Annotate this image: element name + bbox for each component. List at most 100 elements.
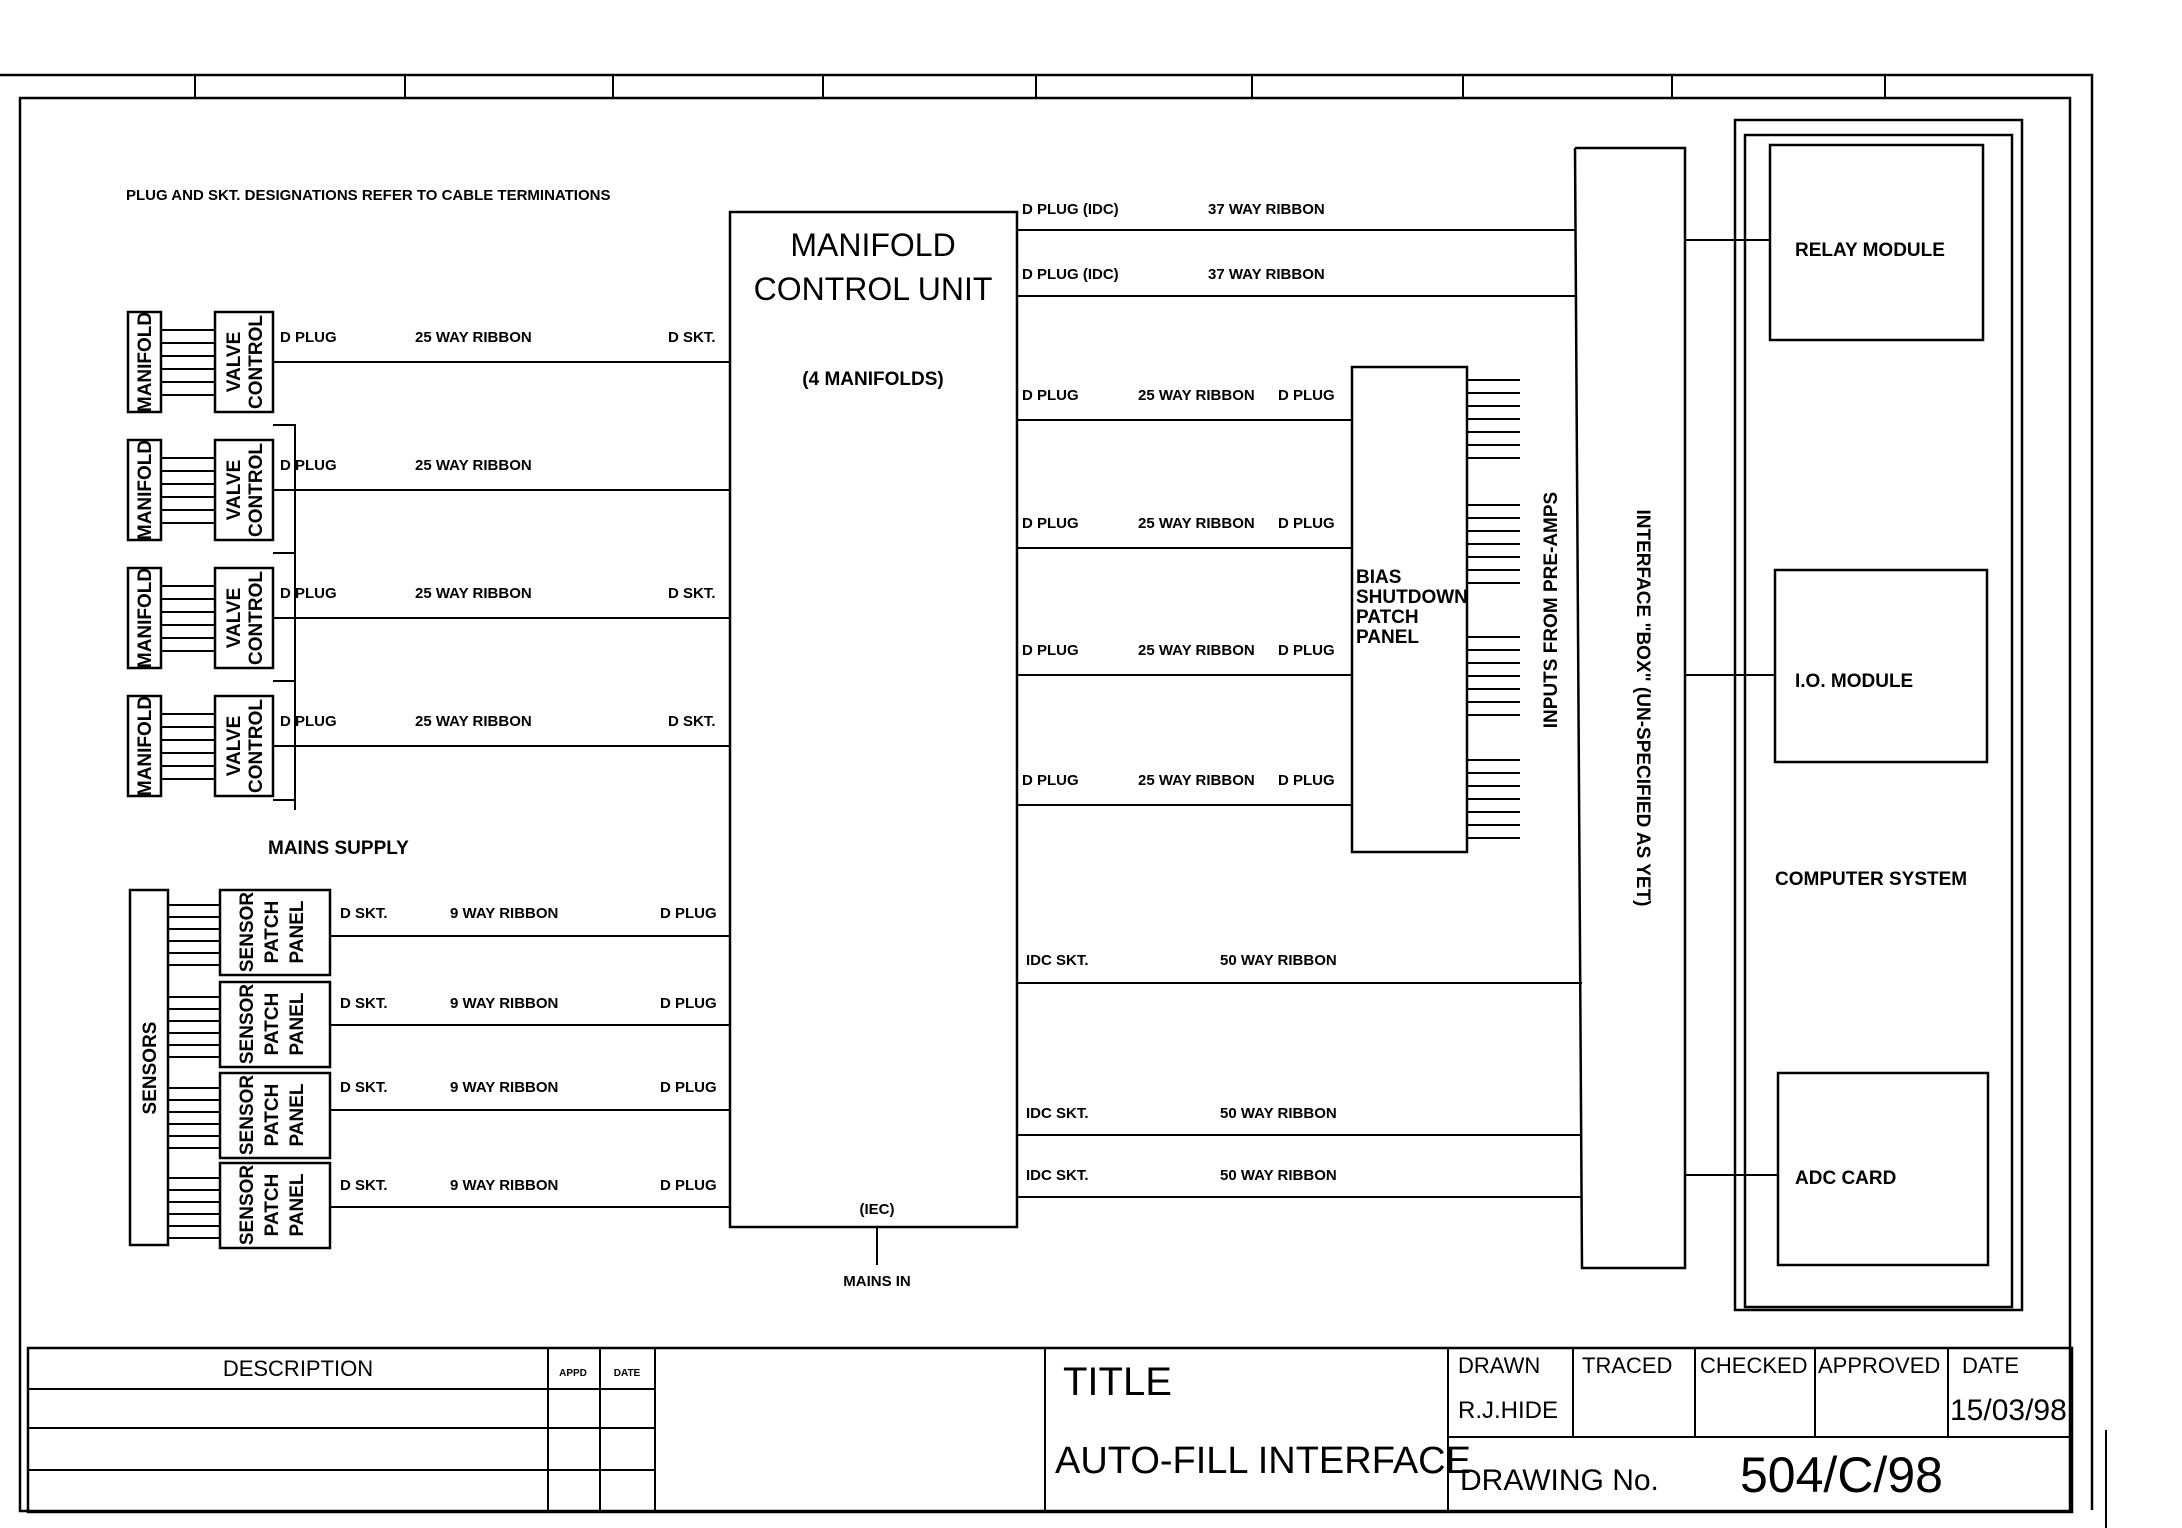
appd-header: APPD: [559, 1368, 587, 1379]
cable-left-end: D SKT.: [340, 1177, 388, 1194]
io-module-label: I.O. MODULE: [1795, 671, 1913, 692]
manifold-unit: MANIFOLD VALVE CONTROL: [126, 694, 275, 798]
cable-type: 25 WAY RIBBON: [415, 457, 532, 474]
cable-left-end: D PLUG: [280, 457, 337, 474]
cable-type: 9 WAY RIBBON: [450, 1079, 558, 1096]
approved-header: APPROVED: [1818, 1353, 1940, 1378]
cable-left-end: D PLUG: [280, 329, 337, 346]
cable-right-end: D SKT.: [668, 585, 716, 602]
sensor-group: SENSORS SENSOR PATCH PANEL SENSOR PATCH …: [128, 888, 332, 1250]
manifold-label: MANIFOLD: [135, 440, 156, 540]
cable-left-end: D PLUG: [280, 585, 337, 602]
manifold-label: MANIFOLD: [135, 696, 156, 796]
manifold-valve-group: MANIFOLD VALVE CONTROL MANIFOLD VALVE CO…: [126, 310, 409, 859]
mcu-title-1: MANIFOLD: [790, 227, 955, 263]
cable-left-end: D PLUG (IDC): [1022, 266, 1119, 283]
computer-system: RELAY MODULE I.O. MODULE COMPUTER SYSTEM…: [1733, 118, 2024, 1312]
cable-right-end: D SKT.: [668, 713, 716, 730]
sensor-cables: D SKT. 9 WAY RIBBON D PLUG D SKT. 9 WAY …: [330, 905, 730, 1208]
interface-box: INTERFACE "BOX" (UN-SPECIFIED AS YET): [1573, 146, 1778, 1270]
drawing-number-label: DRAWING No.: [1460, 1464, 1659, 1497]
manifold-label: MANIFOLD: [135, 312, 156, 412]
control-label: CONTROL: [246, 699, 267, 793]
bias-cable: D PLUG 25 WAY RIBBON D PLUG: [1017, 387, 1352, 421]
adc-card-label: ADC CARD: [1795, 1168, 1896, 1189]
description-header: DESCRIPTION: [223, 1356, 373, 1381]
cable-type: 25 WAY RIBBON: [1138, 772, 1255, 789]
manifold-unit: MANIFOLD VALVE CONTROL: [126, 566, 275, 670]
date-small-header: DATE: [614, 1368, 641, 1379]
valve-label: VALVE: [224, 588, 245, 649]
cable-type: 25 WAY RIBBON: [415, 585, 532, 602]
cable-left-end: D SKT.: [340, 905, 388, 922]
bias-cables: D PLUG 25 WAY RIBBON D PLUG D PLUG 25 WA…: [1017, 387, 1352, 806]
panel-line-1: SENSOR: [237, 1165, 258, 1246]
interface-box-label: INTERFACE "BOX" (UN-SPECIFIED AS YET): [1632, 510, 1653, 907]
cable-left-end: IDC SKT.: [1026, 1167, 1089, 1184]
bias-cable: D PLUG 25 WAY RIBBON D PLUG: [1017, 515, 1352, 549]
cable-right-end: D PLUG: [660, 905, 717, 922]
date-value: 15/03/98: [1950, 1394, 2067, 1427]
title-label: TITLE: [1063, 1360, 1172, 1404]
manifold-unit: MANIFOLD VALVE CONTROL: [126, 438, 275, 542]
cable-right-end: D PLUG: [1278, 387, 1335, 404]
cable-type: 25 WAY RIBBON: [415, 329, 532, 346]
cable-left-end: D SKT.: [340, 1079, 388, 1096]
cable-right-end: D PLUG: [660, 1177, 717, 1194]
cable-left-end: IDC SKT.: [1026, 1105, 1089, 1122]
cable-left-end: D PLUG: [280, 713, 337, 730]
valve-label: VALVE: [224, 460, 245, 521]
panel-line-1: SENSOR: [237, 1075, 258, 1156]
computer-system-label: COMPUTER SYSTEM: [1775, 869, 1967, 890]
panel-line-2: PATCH: [262, 993, 283, 1056]
panel-line-1: SENSOR: [237, 984, 258, 1065]
cable-type: 37 WAY RIBBON: [1208, 201, 1325, 218]
cable-left-end: D PLUG: [1022, 772, 1079, 789]
bias-cable: D PLUG 25 WAY RIBBON D PLUG: [1017, 642, 1352, 676]
mains-supply-label: MAINS SUPPLY: [268, 838, 409, 859]
cable-right-end: D PLUG: [1278, 642, 1335, 659]
panel-line-3: PANEL: [287, 900, 308, 963]
cable-right-end: D PLUG: [1278, 515, 1335, 532]
iec-label: (IEC): [860, 1201, 895, 1218]
relay-module-label: RELAY MODULE: [1795, 240, 1945, 261]
title-block: DESCRIPTION APPD DATE TITLE AUTO-FILL IN…: [26, 1346, 2074, 1514]
bias-cable: D PLUG 25 WAY RIBBON D PLUG: [1017, 772, 1352, 806]
manifold-cable: D PLUG 25 WAY RIBBON: [273, 457, 730, 491]
top-cable: D PLUG (IDC) 37 WAY RIBBON: [1017, 201, 1575, 231]
idc-cable: IDC SKT. 50 WAY RIBBON: [1017, 1105, 1582, 1136]
preamp-input-stubs: [1467, 379, 1520, 839]
cable-type: 25 WAY RIBBON: [415, 713, 532, 730]
drawn-value: R.J.HIDE: [1458, 1397, 1558, 1424]
cable-left-end: D PLUG: [1022, 515, 1079, 532]
manifold-cable: D PLUG 25 WAY RIBBON D SKT.: [273, 329, 730, 363]
termination-note: PLUG AND SKT. DESIGNATIONS REFER TO CABL…: [126, 187, 610, 204]
mcu-subtitle: (4 MANIFOLDS): [802, 369, 943, 390]
cable-type: 50 WAY RIBBON: [1220, 1105, 1337, 1122]
sensor-patch-panel: SENSOR PATCH PANEL: [168, 888, 332, 977]
idc-cable: IDC SKT. 50 WAY RIBBON: [1017, 952, 1582, 984]
bias-shutdown-patch-panel: BIAS SHUTDOWN PATCH PANEL INPUTS FROM PR…: [1350, 365, 1562, 854]
cable-type: 25 WAY RIBBON: [1138, 387, 1255, 404]
sensor-cable: D SKT. 9 WAY RIBBON D PLUG: [330, 905, 730, 937]
sensor-patch-panel: SENSOR PATCH PANEL: [168, 1161, 332, 1250]
traced-header: TRACED: [1582, 1353, 1672, 1378]
panel-line-2: PATCH: [262, 901, 283, 964]
cable-type: 9 WAY RIBBON: [450, 1177, 558, 1194]
sensor-cable: D SKT. 9 WAY RIBBON D PLUG: [330, 995, 730, 1026]
cable-type: 25 WAY RIBBON: [1138, 642, 1255, 659]
sensor-patch-panel: SENSOR PATCH PANEL: [168, 980, 332, 1069]
bias-line-2: SHUTDOWN: [1356, 587, 1468, 608]
manifold-cables: D PLUG 25 WAY RIBBON D SKT. D PLUG 25 WA…: [273, 329, 730, 747]
cable-left-end: D SKT.: [340, 995, 388, 1012]
cable-left-end: D PLUG: [1022, 387, 1079, 404]
panel-line-2: PATCH: [262, 1084, 283, 1147]
panel-line-3: PANEL: [287, 1083, 308, 1146]
control-label: CONTROL: [246, 443, 267, 537]
sensors-label: SENSORS: [140, 1022, 161, 1115]
cable-type: 50 WAY RIBBON: [1220, 952, 1337, 969]
idc-cable: IDC SKT. 50 WAY RIBBON: [1017, 1167, 1582, 1198]
control-label: CONTROL: [246, 315, 267, 409]
valve-label: VALVE: [224, 332, 245, 393]
